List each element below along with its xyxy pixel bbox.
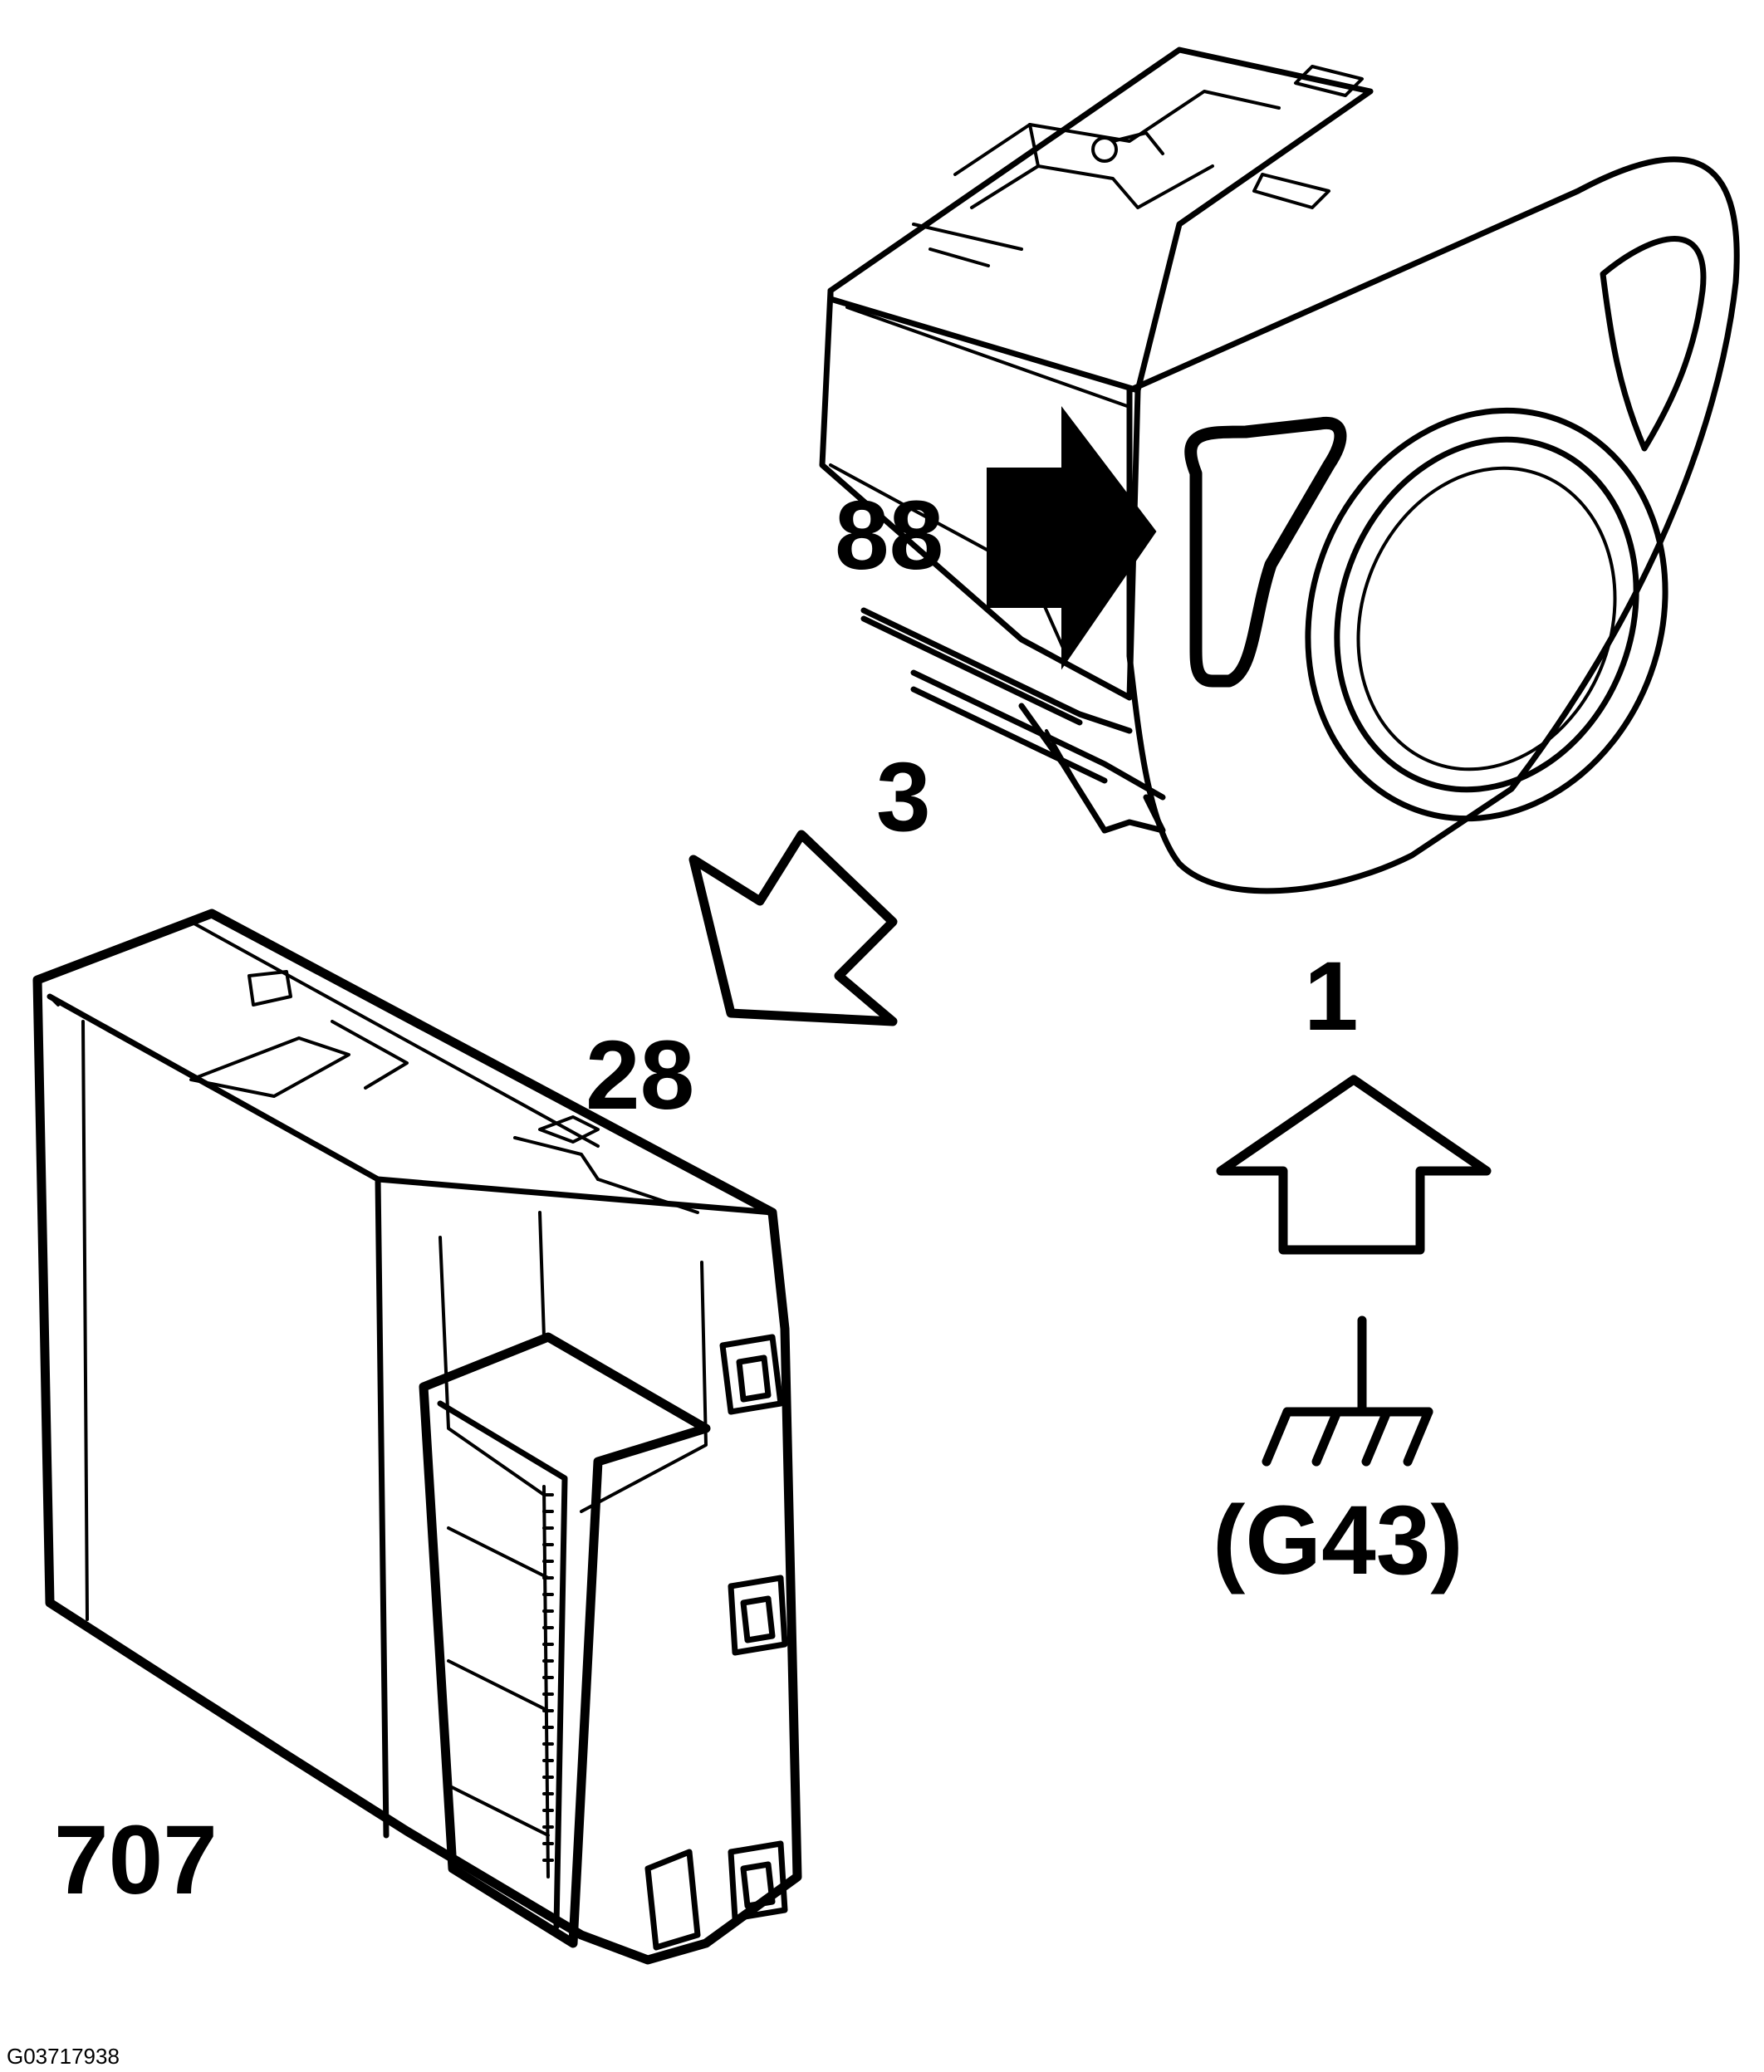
callout-connector: 28 xyxy=(586,1021,694,1130)
upward-arrow-1 xyxy=(1216,1075,1492,1255)
figure-id: G03717938 xyxy=(7,2044,120,2069)
ground-symbol-icon xyxy=(1262,1315,1433,1467)
diagonal-arrow-3 xyxy=(688,830,898,1026)
callout-ground-point: (G43) xyxy=(1213,1486,1463,1595)
callout-switch: 88 xyxy=(835,481,943,590)
ignition-switch-housing xyxy=(819,47,1740,894)
control-module-707 xyxy=(32,909,802,1965)
callout-module: 707 xyxy=(54,1805,218,1915)
callout-ground-pin: 1 xyxy=(1304,942,1359,1051)
callout-arrow-center: 3 xyxy=(876,742,931,852)
pointer-arrow-88 xyxy=(987,406,1157,670)
